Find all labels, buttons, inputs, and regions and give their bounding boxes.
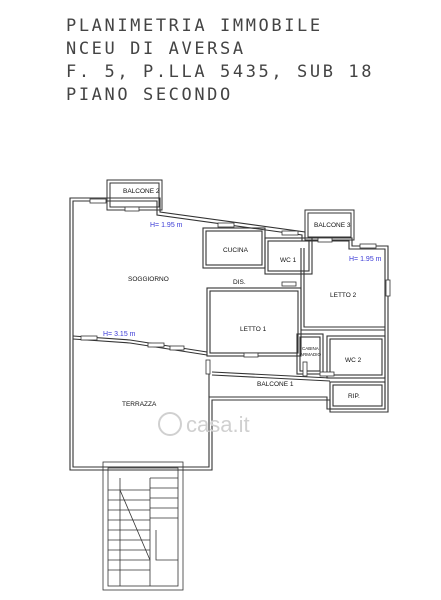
height-label-letto-2: H= 1.95 m <box>349 256 382 263</box>
room-label-wc-1: WC 1 <box>280 257 297 264</box>
title-line-1: PLANIMETRIA IMMOBILE <box>66 16 323 36</box>
watermark: casa.it <box>158 412 250 437</box>
room-label-terrazza: TERRAZZA <box>122 401 157 408</box>
title-line-4: PIANO SECONDO <box>66 85 233 105</box>
title-line-3: F. 5, P.LLA 5435, SUB 18 <box>66 62 375 82</box>
openings <box>80 198 391 377</box>
height-label-soggiorno: H= 1.95 m <box>150 222 183 229</box>
interior-walls <box>72 227 386 410</box>
balcone-2-outline <box>106 179 163 211</box>
room-label-letto-2: LETTO 2 <box>330 292 357 299</box>
room-label-balcone-2: BALCONE 2 <box>123 188 160 195</box>
room-label-wc-2: WC 2 <box>345 357 362 364</box>
room-label-balcone-3: BALCONE 3 <box>314 222 351 229</box>
room-label-cabina: CABINA <box>302 346 319 351</box>
watermark-logo-icon <box>158 412 182 436</box>
height-label-lower: H= 3.15 m <box>103 331 136 338</box>
room-label-soggiorno: SOGGIORNO <box>128 276 169 283</box>
staircase <box>102 461 184 591</box>
outer-walls <box>69 197 389 471</box>
room-label-balcone-1: BALCONE 1 <box>257 381 294 388</box>
room-label-armadio: ARMADIO <box>300 352 322 357</box>
room-label-cucina: CUCINA <box>223 247 249 254</box>
room-label-dis: DIS. <box>233 279 246 286</box>
room-label-rip: RIP. <box>348 393 360 400</box>
room-label-letto-1: LETTO 1 <box>240 326 267 333</box>
title-line-2: NCEU DI AVERSA <box>66 39 246 59</box>
watermark-text: casa.it <box>186 412 250 437</box>
